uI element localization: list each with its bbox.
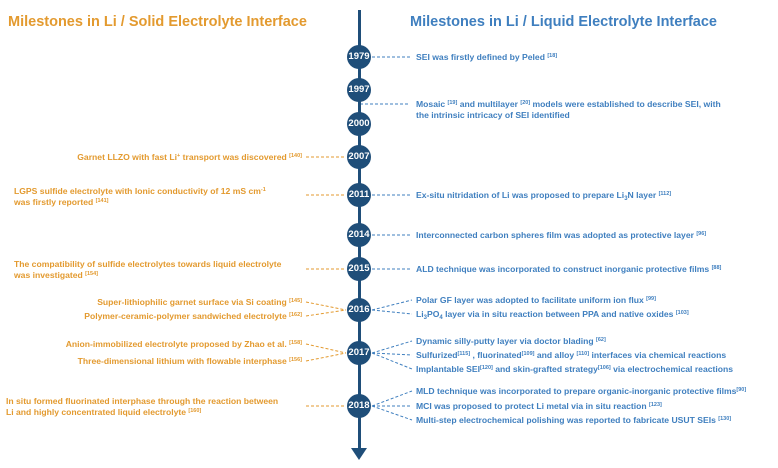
solid-milestone-2011: LGPS sulfide electrolyte with Ionic cond… — [14, 186, 266, 207]
liquid-milestone-2014: Interconnected carbon spheres film was a… — [416, 230, 707, 240]
liquid-milestone-2011: Ex-situ nitridation of Li was proposed t… — [416, 190, 672, 202]
solid-interface-heading: Milestones in Li / Solid Electrolyte Int… — [8, 14, 307, 30]
year-node-2018: 2018 — [347, 394, 371, 418]
connector-2018-right-a — [371, 390, 413, 407]
connector-2018-right-c — [371, 405, 413, 421]
liquid-milestone-1979: SEI was firstly defined by Peled [18] — [416, 52, 558, 62]
connector-2016-right-a — [371, 299, 413, 311]
liquid-milestone-2016-polar-gf: Polar GF layer was adopted to facilitate… — [416, 295, 656, 305]
year-node-2017: 2017 — [347, 341, 371, 365]
solid-milestone-2017-3d-lithium: Three-dimensional lithium with flowable … — [77, 356, 302, 366]
liquid-milestone-2018-polishing: Multi-step electrochemical polishing was… — [416, 415, 732, 425]
year-node-2011: 2011 — [347, 183, 371, 207]
year-node-1979: 1979 — [347, 45, 371, 69]
solid-milestone-2018: In situ formed fluorinated interphase th… — [6, 396, 279, 417]
connector-2017-left-a — [305, 343, 347, 354]
year-node-1997: 1997 — [347, 78, 371, 102]
year-node-2016: 2016 — [347, 298, 371, 322]
connector-2017-right-c — [371, 352, 413, 370]
liquid-interface-heading: Milestones in Li / Liquid Electrolyte In… — [410, 14, 717, 30]
solid-milestone-2017-anion: Anion-immobilized electrolyte proposed b… — [65, 339, 302, 349]
liquid-milestone-1997: Mosaic [19] and multilayer [20] models w… — [416, 99, 721, 120]
connector-2016-left-a — [305, 301, 347, 311]
solid-milestone-2015: The compatibility of sulfide electrolyte… — [14, 259, 282, 280]
connector-2017-right-a — [371, 340, 413, 354]
liquid-milestone-2018-mld: MLD technique was incorporated to prepar… — [416, 386, 747, 396]
liquid-milestone-2017-silly-putty: Dynamic silly-putty layer via doctor bla… — [416, 336, 606, 346]
timeline-arrowhead — [351, 448, 367, 460]
year-node-2015: 2015 — [347, 257, 371, 281]
solid-milestone-2007: Garnet LLZO with fast Li+ transport was … — [77, 152, 302, 162]
liquid-milestone-2017-electrochemical: Implantable SEI[120] and skin-grafted st… — [416, 364, 734, 374]
year-node-2014: 2014 — [347, 223, 371, 247]
liquid-milestone-2017-chemical: Sulfurized[115] , fluorinated[109] and a… — [416, 350, 727, 360]
solid-milestone-2016-sandwich: Polymer-ceramic-polymer sandwiched elect… — [84, 311, 302, 321]
connector-2017-right-b — [371, 352, 413, 356]
solid-milestone-2016-garnet: Super-lithiophilic garnet surface via Si… — [97, 297, 302, 307]
liquid-milestone-2015: ALD technique was incorporated to constr… — [416, 264, 722, 274]
connector-2016-left-b — [305, 309, 347, 317]
liquid-milestone-2016-li3po4: Li3PO4 layer via in situ reaction betwee… — [416, 309, 689, 321]
year-node-2007: 2007 — [347, 145, 371, 169]
connector-2017-left-b — [305, 352, 347, 362]
year-node-2000: 2000 — [347, 112, 371, 136]
connector-2016-right-b — [371, 309, 413, 315]
liquid-milestone-2018-mci: MCI was proposed to protect Li metal via… — [416, 401, 662, 411]
